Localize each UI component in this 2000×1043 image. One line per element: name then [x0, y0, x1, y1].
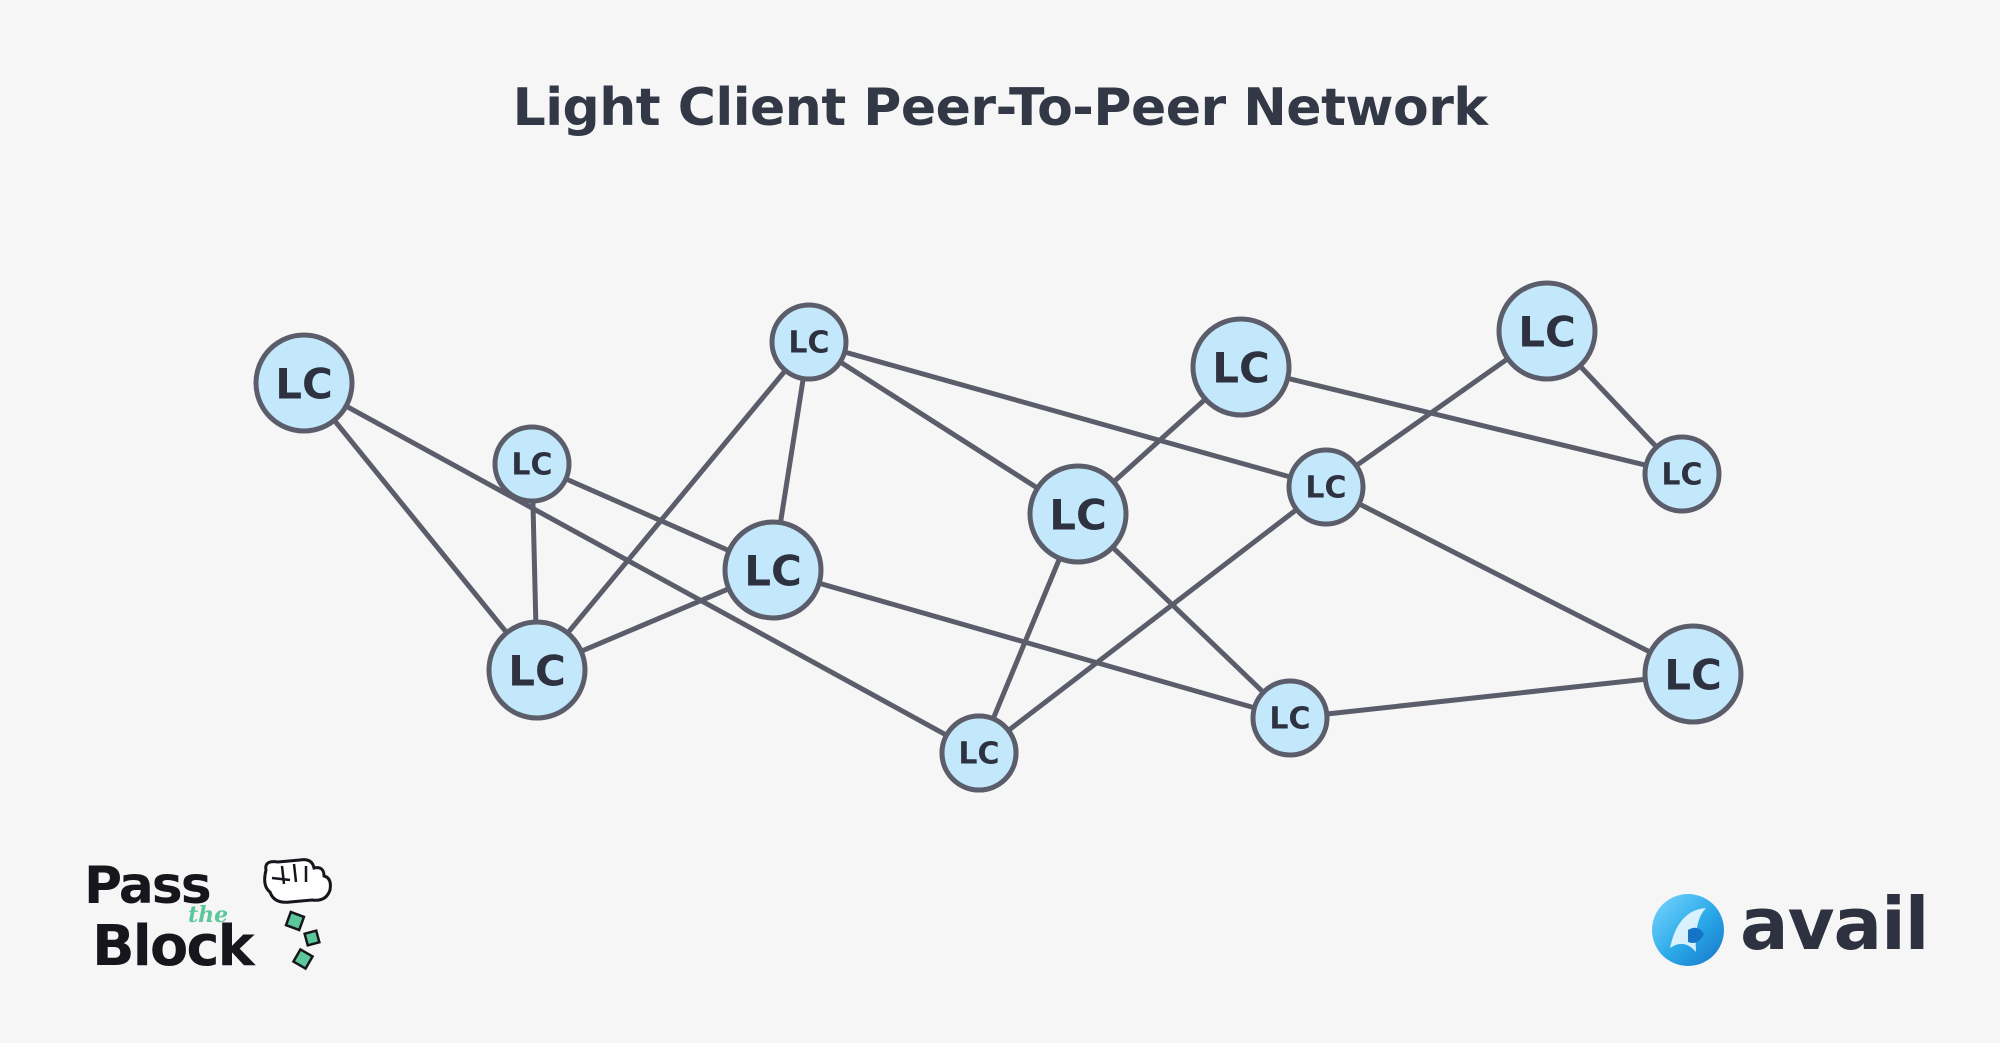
- edge-n3-n9: [806, 339, 1329, 490]
- node-n8: LC: [1027, 463, 1129, 565]
- node-n5: LC: [486, 619, 588, 721]
- node-label: LC: [275, 360, 333, 409]
- node-n11: LC: [1250, 678, 1330, 758]
- node-circle: [1496, 280, 1598, 382]
- node-label: LC: [508, 647, 566, 696]
- hand-dropping-cubes-icon: [263, 858, 332, 971]
- node-n7: LC: [1496, 280, 1598, 382]
- node-circle: [1250, 678, 1330, 758]
- node-label: LC: [1664, 651, 1722, 700]
- diagram-title: Light Client Peer-To-Peer Network: [512, 78, 1488, 138]
- edge-n4-n11: [770, 567, 1293, 721]
- node-n1: LC: [253, 332, 355, 434]
- edge-n9-n10: [976, 484, 1329, 756]
- node-circle: [1286, 447, 1366, 527]
- node-label: LC: [1305, 471, 1346, 506]
- node-circle: [769, 302, 849, 382]
- avail-wordmark: avail: [1740, 882, 1929, 966]
- pass-the-block-logo: Pass the Block: [84, 856, 354, 986]
- nodes-layer: LCLCLCLCLCLCLCLCLCLCLCLCLCLC: [253, 280, 1744, 793]
- node-n13: LC: [1642, 623, 1744, 725]
- logo-block-text: Block: [92, 914, 255, 979]
- node-circle: [253, 332, 355, 434]
- edge-n6-n14: [1238, 364, 1685, 477]
- node-label: LC: [1661, 458, 1702, 493]
- node-circle: [492, 424, 572, 504]
- node-label: LC: [511, 448, 552, 483]
- node-n4: LC: [722, 519, 824, 621]
- node-circle: [486, 619, 588, 721]
- edge-n3-n8: [806, 339, 1081, 517]
- edge-n3-n5: [534, 339, 812, 673]
- node-n14: LC: [1642, 434, 1722, 514]
- edge-n11-n13: [1287, 671, 1696, 721]
- node-n9: LC: [1286, 447, 1366, 527]
- node-label: LC: [788, 326, 829, 361]
- node-label: LC: [1269, 702, 1310, 737]
- edge-n9-n13: [1323, 484, 1696, 677]
- edge-n1-n5: [301, 380, 540, 673]
- avail-logo: avail: [1648, 882, 1929, 968]
- avail-logo-icon: [1652, 894, 1724, 966]
- node-label: LC: [1212, 344, 1270, 393]
- node-circle: [1642, 434, 1722, 514]
- node-label: LC: [958, 737, 999, 772]
- node-n12: LC: [939, 713, 1019, 793]
- node-circle: [1642, 623, 1744, 725]
- node-circle: [722, 519, 824, 621]
- node-circle: [939, 713, 1019, 793]
- node-label: LC: [1518, 308, 1576, 357]
- node-label: LC: [744, 547, 802, 596]
- edge-n1-n10: [301, 380, 982, 756]
- logo-pass-text: Pass: [84, 856, 212, 916]
- node-circle: [1190, 316, 1292, 418]
- node-n3: LC: [769, 302, 849, 382]
- node-n2: LC: [492, 424, 572, 504]
- node-n6: LC: [1190, 316, 1292, 418]
- node-circle: [1027, 463, 1129, 565]
- node-label: LC: [1049, 491, 1107, 540]
- logo-the-text: the: [188, 902, 229, 928]
